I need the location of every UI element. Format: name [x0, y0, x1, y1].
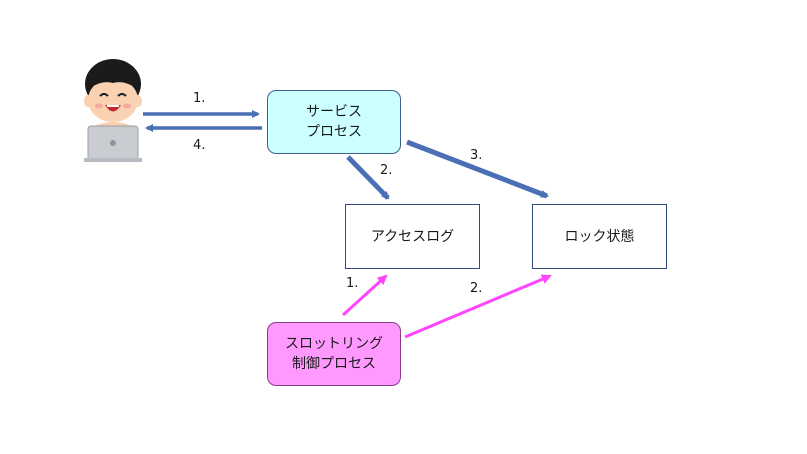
arrow-service-to-access-log: [346, 155, 390, 200]
service-process-box: サービス プロセス: [267, 90, 401, 154]
arrow-throttle-to-access-log: [341, 274, 388, 317]
label-user-to-service: 1.: [193, 91, 206, 106]
label-service-to-access: 2.: [380, 163, 393, 178]
label-throttle-to-access: 1.: [346, 276, 359, 291]
arrow-throttle-to-lock-state: [404, 274, 552, 339]
lock-state-box: ロック状態: [532, 204, 667, 269]
label-service-to-user: 4.: [193, 138, 206, 153]
arrow-service-to-lock-state: [406, 139, 549, 199]
access-log-box: アクセスログ: [345, 204, 480, 269]
label-throttle-to-lock: 2.: [470, 281, 483, 296]
person-with-laptop-icon: [84, 59, 142, 162]
throttling-process-box: スロットリング 制御プロセス: [267, 322, 401, 386]
label-service-to-lock: 3.: [470, 148, 483, 163]
